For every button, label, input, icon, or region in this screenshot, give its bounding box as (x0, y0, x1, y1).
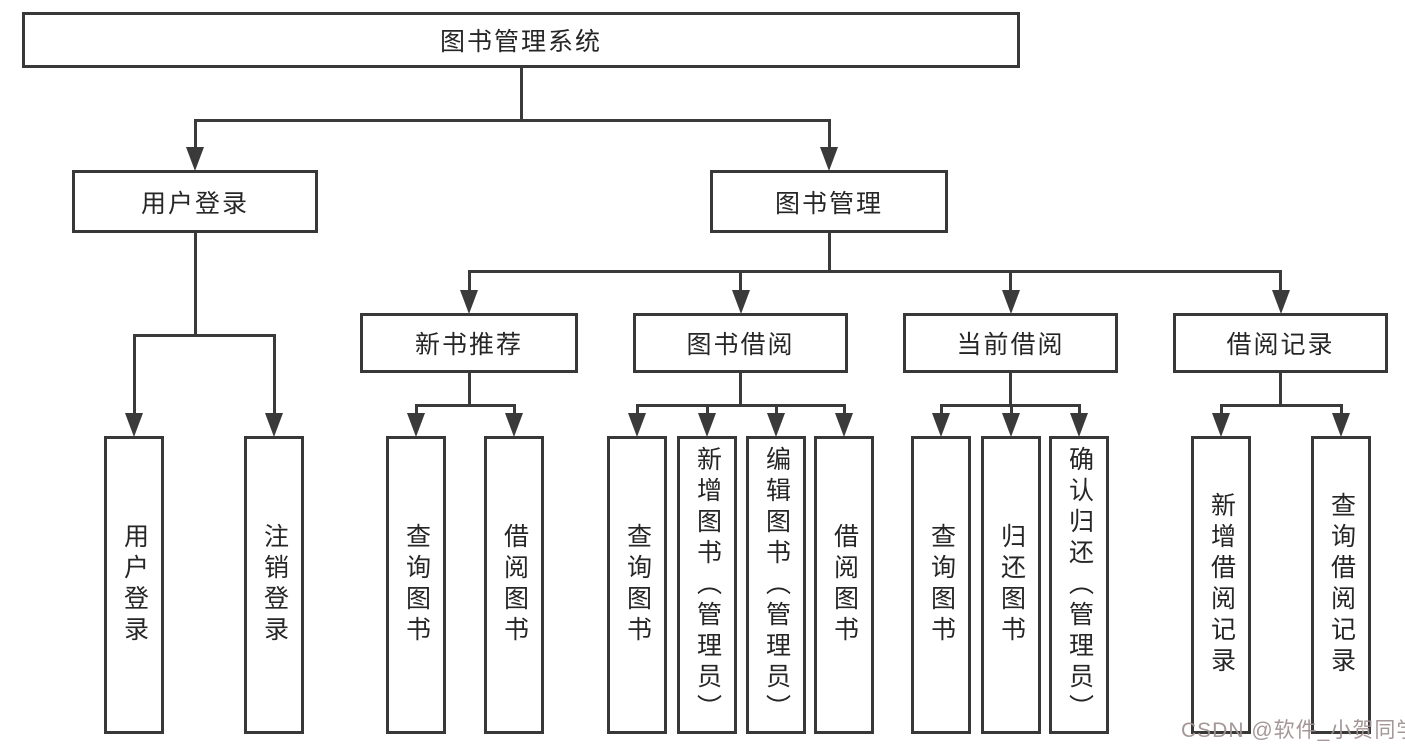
node-leaf-query-books-rec: 查询图书 (386, 436, 446, 734)
node-label: 图书借阅 (686, 331, 795, 359)
node-label: 借阅图书 (830, 523, 859, 647)
node-label: 借阅图书 (500, 523, 529, 647)
node-label: 编辑图书（管理员） (762, 445, 791, 725)
child-drop-line (827, 120, 831, 149)
arrowhead-icon (767, 413, 785, 437)
node-borrow-records: 借阅记录 (1173, 313, 1388, 373)
parent-stem-line (739, 373, 742, 405)
node-label: 用户登录 (120, 523, 149, 647)
child-drop-line (774, 405, 778, 415)
node-root: 图书管理系统 (22, 12, 1020, 68)
node-leaf-query-books-borrow: 查询图书 (607, 436, 667, 734)
arrowhead-icon (505, 413, 523, 437)
child-drop-line (1219, 405, 1223, 415)
child-drop-line (635, 405, 639, 415)
node-label: 借阅记录 (1226, 331, 1335, 359)
arrowhead-icon (1271, 290, 1290, 314)
parent-stem-line (519, 68, 523, 120)
node-label: 图书管理系统 (439, 28, 602, 56)
node-leaf-return-book: 归还图书 (981, 436, 1041, 734)
node-user-login: 用户登录 (72, 170, 318, 233)
arrowhead-icon (265, 413, 283, 437)
node-label: 用户登录 (140, 189, 249, 218)
arrowhead-icon (628, 413, 646, 437)
node-leaf-add-book-admin: 新增图书（管理员） (677, 436, 737, 734)
child-drop-line (842, 405, 846, 415)
parent-stem-line (827, 233, 831, 271)
node-leaf-add-borrow-record: 新增借阅记录 (1191, 436, 1251, 734)
parent-stem-line (193, 233, 197, 335)
child-drop-line (132, 335, 136, 415)
child-drop-line (939, 405, 943, 415)
node-label: 归还图书 (997, 523, 1026, 647)
child-drop-line (272, 335, 276, 415)
child-drop-line (1009, 405, 1013, 415)
arrowhead-icon (835, 413, 853, 437)
branch-line (1219, 403, 1343, 407)
arrowhead-icon (460, 290, 478, 314)
arrowhead-icon (186, 147, 204, 171)
arrowhead-icon (125, 413, 143, 437)
node-label: 注销登录 (260, 523, 289, 647)
node-label: 确认归还（管理员） (1065, 445, 1094, 725)
arrowhead-icon (820, 147, 838, 171)
node-leaf-logout: 注销登录 (244, 436, 304, 734)
parent-stem-line (1009, 373, 1012, 405)
child-drop-line (1279, 271, 1282, 292)
node-new-book-rec: 新书推荐 (360, 313, 578, 373)
node-label: 查询借阅记录 (1327, 492, 1356, 678)
arrowhead-icon (932, 413, 950, 437)
branch-line (414, 403, 516, 407)
node-label: 图书管理 (774, 189, 883, 218)
node-label: 查询图书 (927, 523, 956, 647)
node-leaf-edit-book-admin: 编辑图书（管理员） (746, 436, 806, 734)
watermark-text: CSDN @软件_小贺同学 (1181, 719, 1405, 742)
branch-line (132, 333, 276, 337)
arrowhead-icon (1070, 413, 1088, 437)
child-drop-line (1077, 405, 1081, 415)
branch-line (635, 403, 846, 407)
child-drop-line (705, 405, 709, 415)
node-label: 查询图书 (402, 523, 431, 647)
node-label: 新增图书（管理员） (693, 445, 722, 725)
arrowhead-icon (731, 290, 750, 314)
child-drop-line (1339, 405, 1343, 415)
node-leaf-borrow-books: 借阅图书 (814, 436, 874, 734)
arrowhead-icon (698, 413, 716, 437)
branch-line (193, 118, 831, 122)
parent-stem-line (1279, 373, 1282, 405)
arrowhead-icon (1002, 413, 1020, 437)
child-drop-line (467, 271, 471, 292)
child-drop-line (414, 405, 418, 415)
node-current-borrow: 当前借阅 (903, 313, 1118, 373)
branch-line (467, 269, 1282, 273)
node-label: 新增借阅记录 (1207, 492, 1236, 678)
child-drop-line (1009, 271, 1012, 292)
node-leaf-query-books-current: 查询图书 (911, 436, 971, 734)
child-drop-line (512, 405, 516, 415)
arrowhead-icon (1212, 413, 1230, 437)
arrowhead-icon (1001, 290, 1020, 314)
child-drop-line (193, 120, 197, 149)
arrowhead-icon (1332, 413, 1350, 437)
arrowhead-icon (407, 413, 425, 437)
node-label: 新书推荐 (414, 331, 523, 359)
node-label: 当前借阅 (956, 331, 1065, 359)
parent-stem-line (467, 373, 471, 405)
child-drop-line (739, 271, 742, 292)
node-leaf-borrow-books-rec: 借阅图书 (484, 436, 544, 734)
node-book-borrow: 图书借阅 (633, 313, 848, 373)
node-leaf-user-login: 用户登录 (104, 436, 164, 734)
node-book-mgmt: 图书管理 (710, 170, 948, 233)
node-leaf-confirm-return-admin: 确认归还（管理员） (1049, 436, 1109, 734)
node-label: 查询图书 (623, 523, 652, 647)
node-leaf-query-borrow-record: 查询借阅记录 (1311, 436, 1371, 734)
